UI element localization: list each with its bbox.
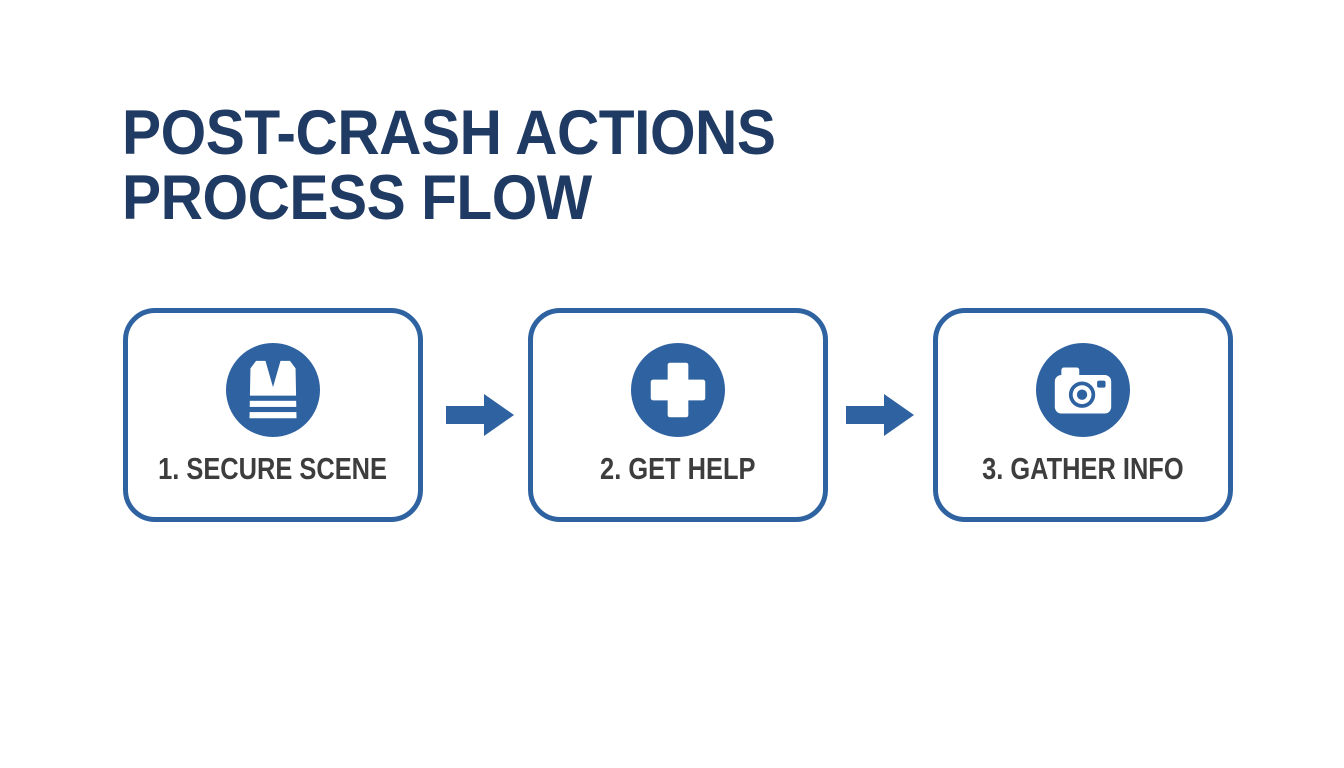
step-card-get-help: 2. GET HELP [528,308,828,522]
safety-vest-icon [226,343,320,437]
step-card-gather-info: 3. GATHER INFO [933,308,1233,522]
arrow-right-icon [846,394,914,436]
page-title-line2: PROCESS FLOW [122,163,592,233]
arrow-right-icon [446,394,514,436]
medical-cross-icon [631,343,725,437]
step-label: 1. SECURE SCENE [158,451,388,486]
step-label: 2. GET HELP [600,451,756,486]
page-title-line1: POST-CRASH ACTIONS [122,98,776,168]
step-label: 3. GATHER INFO [982,451,1184,486]
step-card-secure-scene: 1. SECURE SCENE [123,308,423,522]
camera-icon [1036,343,1130,437]
